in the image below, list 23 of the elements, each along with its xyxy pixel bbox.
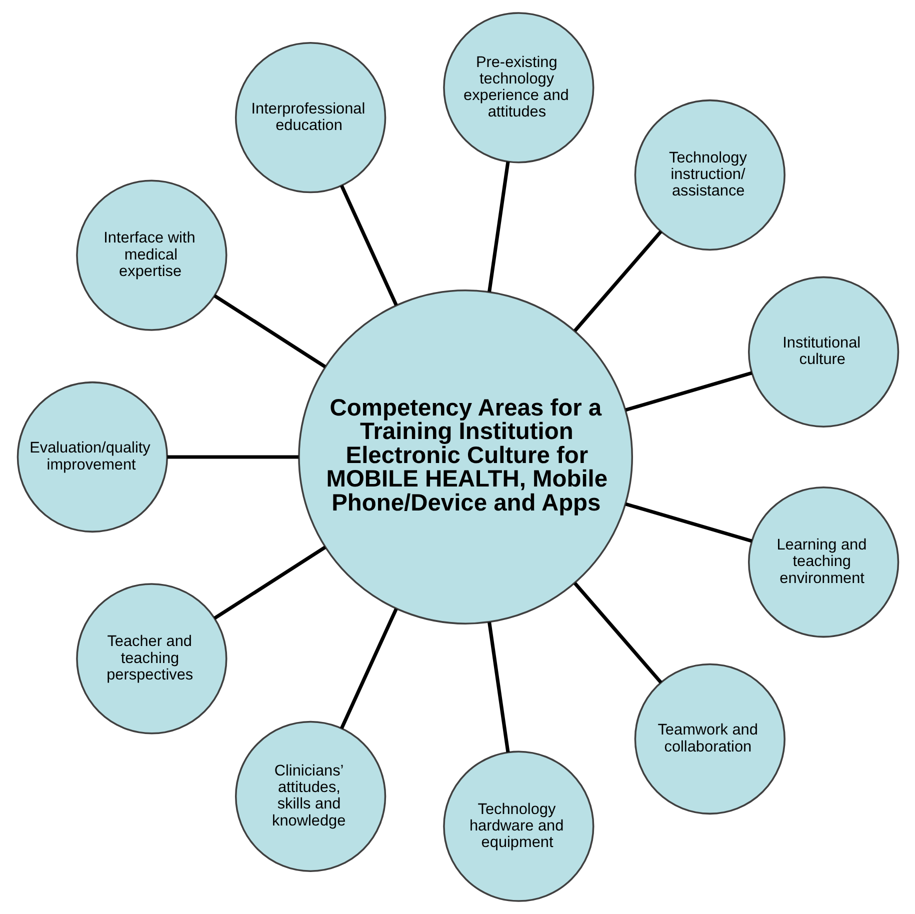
node-circle: Evaluation/quality improvement [16,381,168,533]
connector [166,455,298,459]
connector [573,582,662,684]
node-circle: Teacher and teaching perspectives [76,583,227,734]
connector [340,608,398,730]
node-circle: Technology hardware and equipment [442,750,594,902]
node-circle: Teamwork and collaboration [634,663,785,815]
connector [213,546,326,620]
connector [213,294,326,368]
connector [573,230,662,332]
node-circle: Clinicians’ attitudes, skills and knowledge [234,720,386,872]
connector [487,622,510,753]
node-circle: Learning and teaching environment [747,486,899,638]
connector [487,161,510,292]
connector [340,184,398,306]
node-circle: Pre-existing technology experience and attitudes [442,12,594,164]
node-circle: Institutional culture [747,276,899,428]
connector [624,371,752,412]
node-circle: Competency Areas for a Training Institution Electronic Culture for MOBILE HEALTH, Mobile Phone/Device and Apps [298,290,633,624]
node-circle: Interface with medical expertise [76,180,227,331]
node-circle: Technology instruction/ assistance [634,99,785,251]
node-circle: Interprofessional education [234,42,386,194]
connector [624,502,752,543]
